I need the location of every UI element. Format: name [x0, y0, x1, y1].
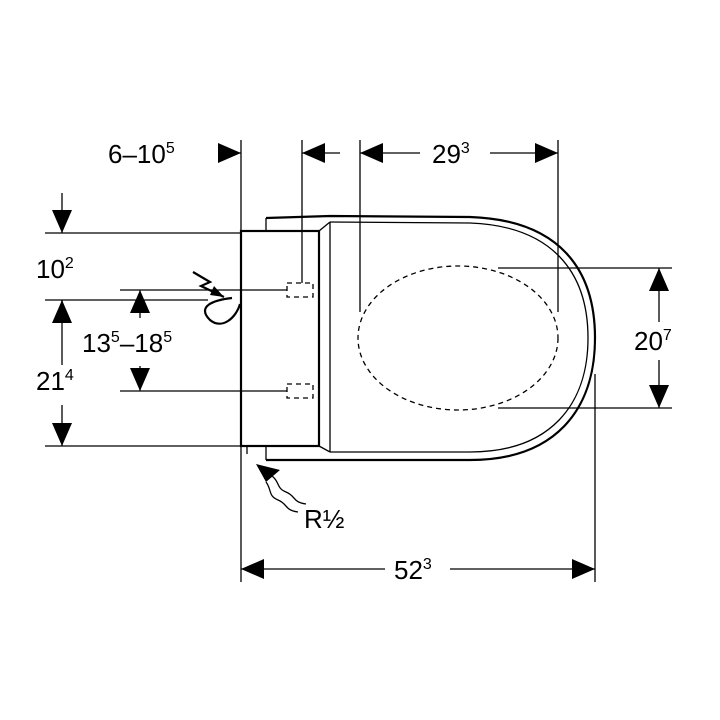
extension-lines — [45, 140, 672, 582]
dimension-seat-width-value: 20 — [634, 326, 663, 356]
dimension-seat-width-sup: 7 — [663, 327, 672, 344]
svg-text:214: 214 — [36, 366, 74, 396]
dimension-electric-height-value: 10 — [36, 254, 65, 284]
dimension-seat-depth-value: 29 — [432, 139, 461, 169]
dimension-total-depth-sup: 3 — [423, 556, 432, 573]
water-connection-label: R½ — [304, 504, 344, 534]
dimension-electric-height: 102 — [36, 193, 74, 323]
svg-text:523: 523 — [394, 555, 432, 585]
water-connection-icon — [256, 464, 307, 513]
fixing-point-lower — [286, 383, 314, 399]
dimension-wall-distance-sup: 5 — [166, 140, 175, 157]
dimension-wall-distance: 6–105 — [108, 139, 340, 169]
dimension-total-height-sup: 4 — [65, 367, 74, 384]
dimension-fixing-distance-max-sup: 5 — [163, 329, 172, 346]
svg-text:6–105: 6–105 — [108, 139, 175, 169]
dimension-wall-distance-value: 6–10 — [108, 139, 166, 169]
dimension-total-height: 214 — [36, 300, 74, 446]
svg-text:293: 293 — [432, 139, 470, 169]
dimension-electric-height-sup: 2 — [65, 255, 74, 272]
fixing-point-upper — [286, 282, 314, 298]
dimension-fixing-distance-max: –18 — [120, 328, 163, 358]
svg-text:207: 207 — [634, 326, 672, 356]
electric-connection-icon — [192, 271, 242, 325]
seat-opening-outline — [357, 265, 559, 411]
dimension-fixing-distance-min: 13 — [82, 328, 111, 358]
svg-text:135–185: 135–185 — [82, 328, 172, 358]
dimension-total-height-value: 21 — [36, 366, 65, 396]
svg-text:102: 102 — [36, 254, 74, 284]
dimension-fixing-distance: 135–185 — [82, 290, 172, 391]
dimension-total-depth-value: 52 — [394, 555, 423, 585]
dimension-seat-width: 207 — [634, 268, 672, 408]
dimension-seat-depth: 293 — [360, 139, 558, 169]
dimension-total-depth: 523 — [241, 555, 595, 585]
dimension-seat-depth-sup: 3 — [461, 140, 470, 157]
dimension-fixing-distance-min-sup: 5 — [111, 329, 120, 346]
toilet-outline — [239, 214, 597, 462]
